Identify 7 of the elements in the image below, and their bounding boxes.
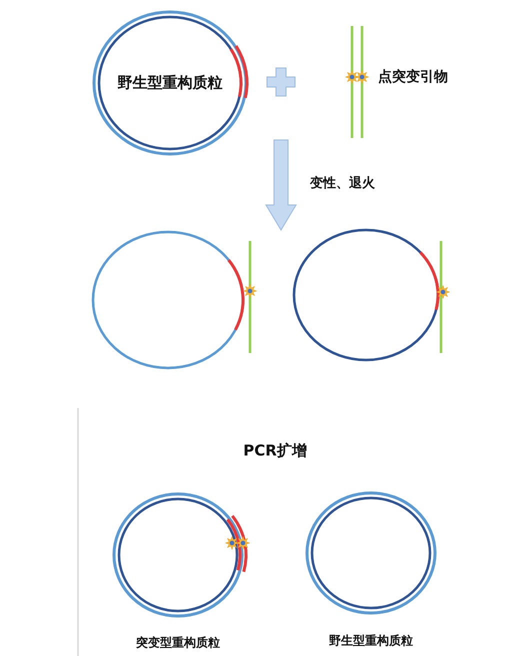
edge-label: 变性、退火 — [310, 174, 375, 192]
process-arrow — [264, 139, 298, 232]
plasmid-label: 野生型重构质粒 — [118, 74, 222, 92]
step-label: PCR扩增 — [243, 442, 307, 460]
primer-label: 点突变引物 — [378, 68, 448, 86]
plasmid-caption: 突变型重构质粒 — [136, 634, 220, 652]
plasmid-caption: 野生型重构质粒 — [329, 632, 413, 650]
